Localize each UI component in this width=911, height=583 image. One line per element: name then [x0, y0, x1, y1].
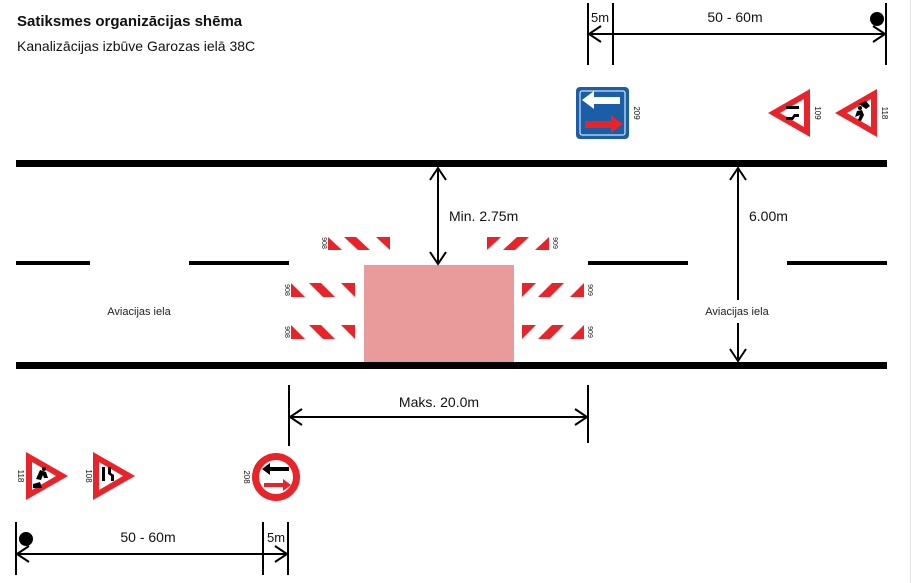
page-title: Satiksmes organizācijas shēma	[17, 13, 243, 30]
barrier-code-left: 908	[283, 284, 290, 296]
barrier-code-right: 909	[551, 237, 558, 249]
sign-118-bottom: 118	[16, 452, 68, 500]
sign-209: 209	[576, 87, 641, 139]
sign-118-top: 118	[835, 89, 889, 137]
road-edge-bottom	[16, 362, 887, 369]
bottom-distance-label: 50 - 60m	[120, 529, 175, 545]
start-point-marker	[870, 12, 884, 26]
sign-code: 118	[880, 107, 889, 120]
barrier-909-top	[487, 237, 549, 250]
top-gap-label: 5m	[591, 10, 609, 25]
bottom-distance-dimension	[15, 522, 289, 575]
sign-code: 209	[632, 106, 641, 120]
sign-code: 109	[813, 106, 822, 120]
sign-108: 108	[84, 452, 135, 500]
sign-code: 118	[16, 470, 25, 483]
road-width-dimension	[729, 166, 747, 363]
barrier-909-low	[522, 325, 584, 339]
barrier-909-mid	[522, 283, 584, 297]
end-point-marker	[19, 532, 33, 546]
street-name-right: Aviacijas iela	[705, 306, 769, 318]
barrier-code-left: 908	[320, 237, 327, 249]
street-name-left: Aviacijas iela	[107, 306, 171, 318]
road-edge-top	[16, 160, 887, 167]
center-dash	[189, 261, 289, 265]
center-dash	[588, 261, 688, 265]
barrier-code-right: 909	[586, 326, 593, 338]
sign-208: 208	[242, 453, 300, 501]
max-zone-length-dimension	[288, 385, 589, 446]
barrier-908-mid	[291, 283, 355, 297]
barrier-908-top	[328, 237, 390, 250]
min-lane-width-label: Min. 2.75m	[449, 208, 518, 224]
top-distance-label: 50 - 60m	[707, 9, 762, 25]
bottom-gap-label: 5m	[267, 530, 285, 545]
max-zone-length-label: Maks. 20.0m	[399, 394, 479, 410]
sign-109: 109	[768, 89, 822, 137]
min-lane-width-dimension	[429, 166, 447, 266]
top-distance-dimension	[587, 3, 887, 65]
sign-code: 208	[242, 470, 251, 484]
road-width-label: 6.00m	[749, 208, 788, 224]
center-line	[16, 261, 887, 265]
priority-over-oncoming-icon	[576, 87, 629, 139]
center-dash	[787, 261, 887, 265]
work-zone	[364, 265, 514, 362]
center-dash	[16, 261, 90, 265]
page-subtitle: Kanalizācijas izbūve Garozas ielā 38C	[17, 38, 256, 54]
barrier-code-right: 909	[586, 284, 593, 296]
barrier-code-left: 908	[283, 326, 290, 338]
sign-code: 108	[84, 469, 93, 483]
barrier-908-low	[291, 325, 355, 339]
